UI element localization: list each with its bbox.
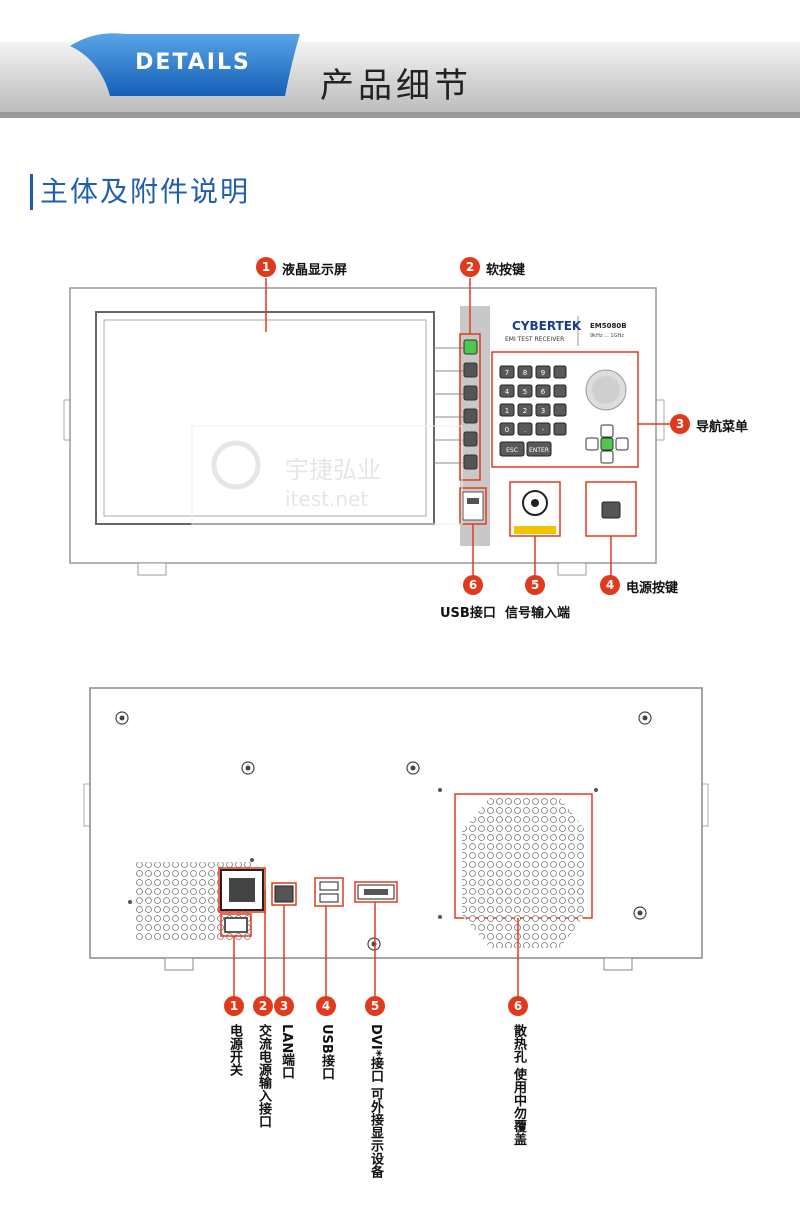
key-8: 8 <box>523 369 527 377</box>
front-callout-2-number: 2 <box>460 257 480 277</box>
rear-callout-6-number: 6 <box>508 996 528 1016</box>
front-callout-5-number: 5 <box>525 575 545 595</box>
rear-panel-drawing <box>83 687 709 998</box>
key-6: 6 <box>541 388 546 396</box>
subtitle-text: EMI TEST RECEIVER <box>505 336 564 343</box>
rear-callout-5-label: DVI*接口 可外接显示设备 <box>368 1024 383 1179</box>
key-esc: ESC <box>506 447 518 454</box>
key-0: 0 <box>505 426 509 434</box>
key-3: 3 <box>541 407 545 415</box>
front-callout-4-number: 4 <box>600 575 620 595</box>
key-minus: - <box>542 426 545 434</box>
key-1: 1 <box>505 407 509 415</box>
brand-text: CYBERTEK <box>512 319 582 333</box>
front-callout-1-label: 液晶显示屏 <box>282 263 348 278</box>
key-dot: . <box>524 426 526 434</box>
rear-callout-1-label: 电源开关 <box>227 1024 242 1076</box>
key-2: 2 <box>523 407 527 415</box>
section-title: 主体及附件说明 <box>30 170 251 210</box>
key-4: 4 <box>505 388 510 396</box>
front-callout-3-number: 3 <box>670 414 690 434</box>
key-9: 9 <box>541 369 545 377</box>
front-callout-6-number: 6 <box>463 575 483 595</box>
watermark-en: itest.net <box>285 487 368 511</box>
key-5: 5 <box>523 388 527 396</box>
details-badge: DETAILS <box>135 50 251 75</box>
model-text: EM5080B <box>590 322 627 330</box>
rear-callout-4-label: USB接口 <box>319 1024 334 1080</box>
front-callout-3-label: 导航菜单 <box>696 420 749 435</box>
key-enter: ENTER <box>529 447 549 454</box>
title-bar <box>30 174 33 210</box>
front-callout-6-label: USB接口 <box>440 606 496 621</box>
banner-title: 产品细节 <box>320 66 472 106</box>
front-panel-drawing: CYBERTEK EMI TEST RECEIVER EM5080B 9kHz … <box>63 278 672 576</box>
front-callout-4-label: 电源按键 <box>626 581 679 596</box>
section-title-text: 主体及附件说明 <box>40 175 251 208</box>
rear-callout-4-number: 4 <box>316 996 336 1016</box>
rear-callout-3-number: 3 <box>274 996 294 1016</box>
rear-callout-6-label: 散热孔 使用中勿覆盖 <box>511 1024 526 1146</box>
rear-callout-1-number: 1 <box>224 996 244 1016</box>
rear-callout-3-label: LAN端口 <box>279 1024 294 1080</box>
rear-callout-5-number: 5 <box>365 996 385 1016</box>
key-7: 7 <box>505 369 509 377</box>
rear-callout-2-number: 2 <box>253 996 273 1016</box>
front-callout-1-number: 1 <box>256 257 276 277</box>
watermark-cn: 宇捷弘业 <box>285 456 381 484</box>
banner-graphic <box>0 33 800 118</box>
model-sub-text: 9kHz ... 1GHz <box>590 333 624 339</box>
rear-callout-2-label: 交流电源输入接口 <box>256 1024 271 1128</box>
front-callout-5-label: 信号输入端 <box>505 606 571 621</box>
front-callout-2-label: 软按键 <box>486 263 526 278</box>
